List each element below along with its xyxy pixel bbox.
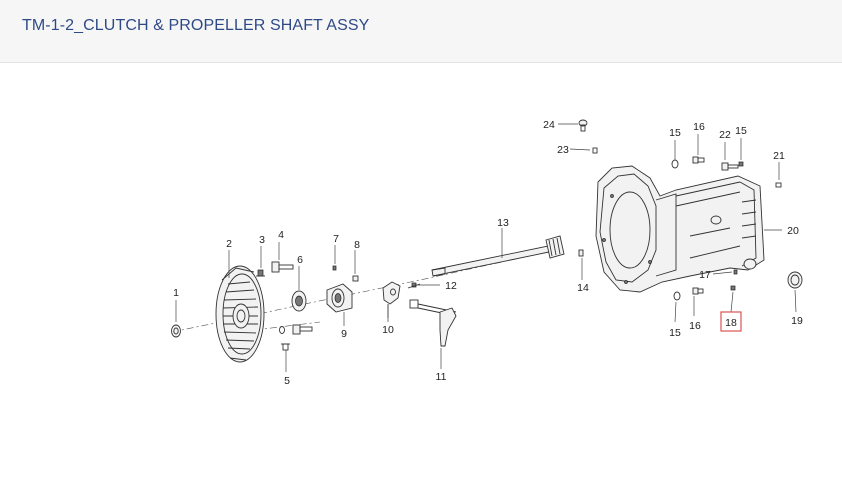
label-21: 21 (773, 150, 785, 162)
part-21-pin (775, 182, 782, 188)
part-3-pin (256, 269, 265, 277)
part-12-screw (407, 282, 421, 289)
part-15-top-washer (671, 159, 679, 169)
label-14: 14 (577, 282, 589, 294)
label-16-bottom: 16 (689, 320, 701, 332)
cover-bolt-lower (292, 324, 313, 335)
label-7: 7 (333, 233, 339, 245)
parts-diagram: 1 2 3 4 5 6 7 8 9 10 11 12 13 14 15 16 1… (0, 63, 842, 478)
part-10-release-fork (382, 281, 401, 318)
label-24: 24 (543, 119, 555, 131)
part-22-bolt (721, 162, 739, 171)
part-15-bottom-washer (673, 291, 681, 301)
part-24-breather-cap (578, 119, 588, 132)
part-15-top-right (738, 161, 744, 167)
label-13: 13 (497, 217, 509, 229)
label-11: 11 (436, 371, 447, 383)
label-15-top-left: 15 (669, 127, 681, 139)
part-5-pin (281, 343, 290, 351)
leader-lines (175, 123, 797, 372)
centerline-lower (254, 321, 321, 331)
part-4-bolt (271, 261, 294, 273)
label-9: 9 (341, 328, 347, 340)
label-5: 5 (284, 375, 290, 387)
part-17-pin (733, 269, 738, 275)
part-6-bearing (291, 290, 307, 312)
label-2: 2 (226, 238, 232, 250)
page-title: TM-1-2_CLUTCH & PROPELLER SHAFT ASSY (22, 17, 370, 34)
highlight-box (720, 311, 742, 332)
label-22: 22 (719, 129, 731, 141)
label-23: 23 (557, 144, 569, 156)
label-19: 19 (791, 315, 803, 327)
label-8: 8 (354, 239, 360, 251)
part-19-cap (787, 271, 803, 289)
label-18: 18 (725, 317, 737, 329)
label-15-bottom: 15 (669, 327, 681, 339)
label-6: 6 (297, 254, 303, 266)
part-1-seal (171, 324, 181, 338)
part-8-bolt (352, 275, 359, 282)
part-16-bottom-bolt (692, 287, 704, 295)
transmission-housing (595, 165, 765, 293)
highlighted-label-18[interactable]: 18 (720, 311, 742, 332)
label-16-top: 16 (693, 121, 705, 133)
part-16-top-bolt (692, 156, 705, 164)
part-2-clutch-cover (215, 265, 265, 363)
exploded-view: 1 2 3 4 5 6 7 8 9 10 11 12 13 14 15 16 1… (171, 119, 803, 387)
label-15-top-right: 15 (735, 125, 747, 137)
part-18-plug (730, 285, 736, 291)
part-7-pin (332, 265, 337, 271)
label-4: 4 (278, 229, 284, 241)
label-20: 20 (787, 225, 799, 237)
cover-washer (279, 326, 285, 334)
part-13-input-shaft (431, 235, 565, 277)
part-14-pin (578, 249, 584, 257)
part-23-breather-nipple (592, 147, 598, 154)
label-1: 1 (173, 287, 179, 299)
part-9-release-bearing (326, 283, 353, 313)
page-header: TM-1-2_CLUTCH & PROPELLER SHAFT ASSY (0, 0, 842, 63)
part-11-fork-shaft (409, 299, 457, 347)
label-10: 10 (382, 324, 394, 336)
label-12: 12 (445, 280, 457, 292)
label-17: 17 (699, 269, 711, 281)
label-3: 3 (259, 234, 265, 246)
